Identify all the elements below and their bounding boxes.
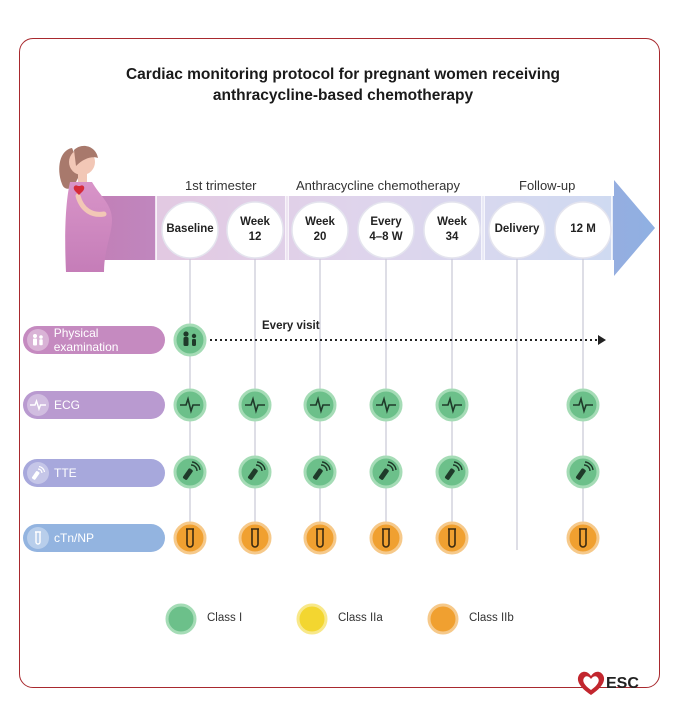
- row-ecg: ECG: [23, 391, 165, 419]
- legend-markers: [165, 603, 459, 635]
- title-line-2: anthracycline-based chemotherapy: [212, 87, 474, 104]
- row-label-tte: TTE: [54, 466, 77, 480]
- row-physical-examination: Physical examination: [23, 326, 165, 354]
- row-ctn-np: cTn/NP: [23, 524, 165, 552]
- tte-markers: [173, 455, 600, 489]
- timepoint-circles: [161, 201, 612, 259]
- ecg-markers: [173, 388, 600, 422]
- timepoint-circle-baseline: [161, 201, 219, 259]
- timepoint-circle-week20: [291, 201, 349, 259]
- legend-class-iib-swatch: [427, 603, 459, 635]
- timepoint-label-baseline: Baseline: [166, 223, 214, 235]
- row-label-physical-examination: Physical examination: [53, 326, 119, 354]
- physical-exam-marker: [173, 323, 207, 357]
- timepoint-circle-every: [357, 201, 415, 259]
- phase-label-chemotherapy: Anthracycline chemotherapy: [296, 178, 461, 193]
- figure-title: Cardiac monitoring protocol for pregnant…: [60, 64, 626, 106]
- timepoint-label-12m: 12 M: [570, 223, 596, 235]
- test-tube-icon: [27, 527, 49, 549]
- pregnant-woman-icon: [59, 145, 112, 272]
- legend-class-iia-swatch: [296, 603, 328, 635]
- row-label-ecg: ECG: [54, 398, 81, 412]
- every-visit-label: Every visit: [262, 320, 320, 332]
- row-tte: TTE: [23, 459, 165, 487]
- legend-class-iib-label: Class IIb: [469, 612, 514, 624]
- ultrasound-probe-icon: [27, 462, 49, 484]
- legend-class-i-swatch: [165, 603, 197, 635]
- phase-label-follow-up: Follow-up: [519, 178, 576, 193]
- timepoint-circle-delivery: [488, 201, 546, 259]
- esc-logo-text: ESC: [606, 675, 639, 692]
- every-visit-arrowhead: [598, 335, 606, 345]
- legend-class-iia-label: Class IIa: [338, 612, 383, 624]
- timepoint-circle-week34: [423, 201, 481, 259]
- timepoint-label-delivery: Delivery: [494, 223, 540, 235]
- timepoint-circle-week12: [226, 201, 284, 259]
- ctn-np-markers: [173, 521, 600, 555]
- timepoint-circle-12m: [554, 201, 612, 259]
- phase-label-1st-trimester: 1st trimester: [185, 178, 257, 193]
- row-label-ctn-np: cTn/NP: [54, 531, 95, 545]
- legend-class-i-label: Class I: [207, 612, 243, 624]
- figure-frame: [19, 38, 660, 688]
- doctor-patient-icon: [27, 329, 49, 351]
- esc-logo-icon: [577, 671, 605, 695]
- ecg-wave-icon: [27, 394, 49, 416]
- title-line-1: Cardiac monitoring protocol for pregnant…: [125, 66, 561, 83]
